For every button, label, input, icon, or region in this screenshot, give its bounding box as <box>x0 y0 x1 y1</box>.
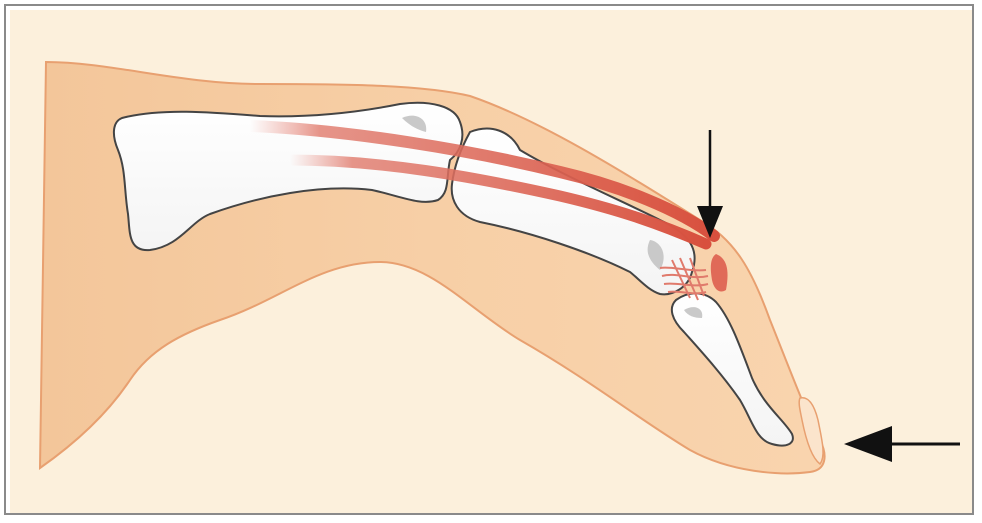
pressure-arrow-left <box>844 426 960 462</box>
